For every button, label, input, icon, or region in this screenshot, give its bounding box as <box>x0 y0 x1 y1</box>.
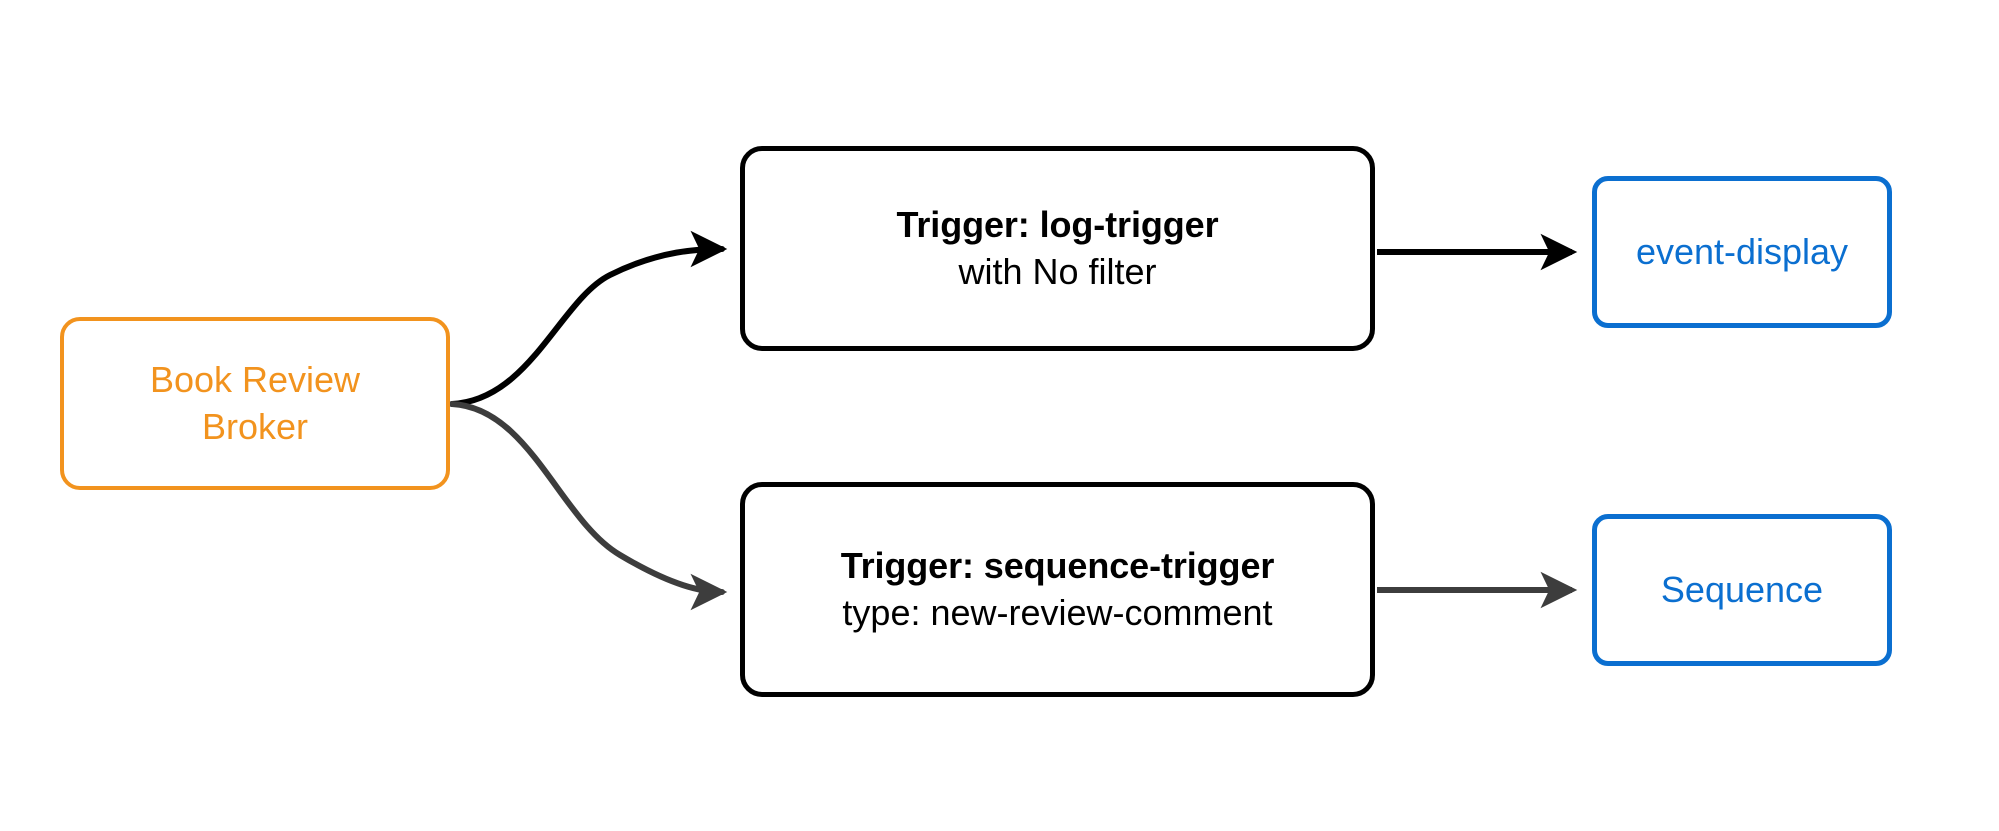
node-event-display[interactable]: event-display <box>1592 176 1892 328</box>
log-trigger-title: Trigger: log-trigger <box>896 204 1219 246</box>
sequence-label: Sequence <box>1660 568 1824 610</box>
node-log-trigger[interactable]: Trigger: log-trigger with No filter <box>740 146 1375 351</box>
node-book-review-broker[interactable]: Book Review Broker <box>60 317 450 490</box>
sequence-trigger-subtitle: type: new-review-comment <box>842 591 1273 633</box>
broker-label-line-1: Book Review <box>149 359 361 401</box>
broker-label-line-2: Broker <box>201 405 309 447</box>
event-display-label: event-display <box>1635 230 1849 272</box>
log-trigger-subtitle: with No filter <box>958 250 1157 292</box>
edge-broker-to-log-trigger <box>449 230 728 407</box>
node-sequence[interactable]: Sequence <box>1592 514 1892 666</box>
edge-broker-to-sequence-trigger <box>449 401 728 611</box>
node-sequence-trigger[interactable]: Trigger: sequence-trigger type: new-revi… <box>740 482 1375 697</box>
sequence-trigger-title: Trigger: sequence-trigger <box>840 545 1275 587</box>
